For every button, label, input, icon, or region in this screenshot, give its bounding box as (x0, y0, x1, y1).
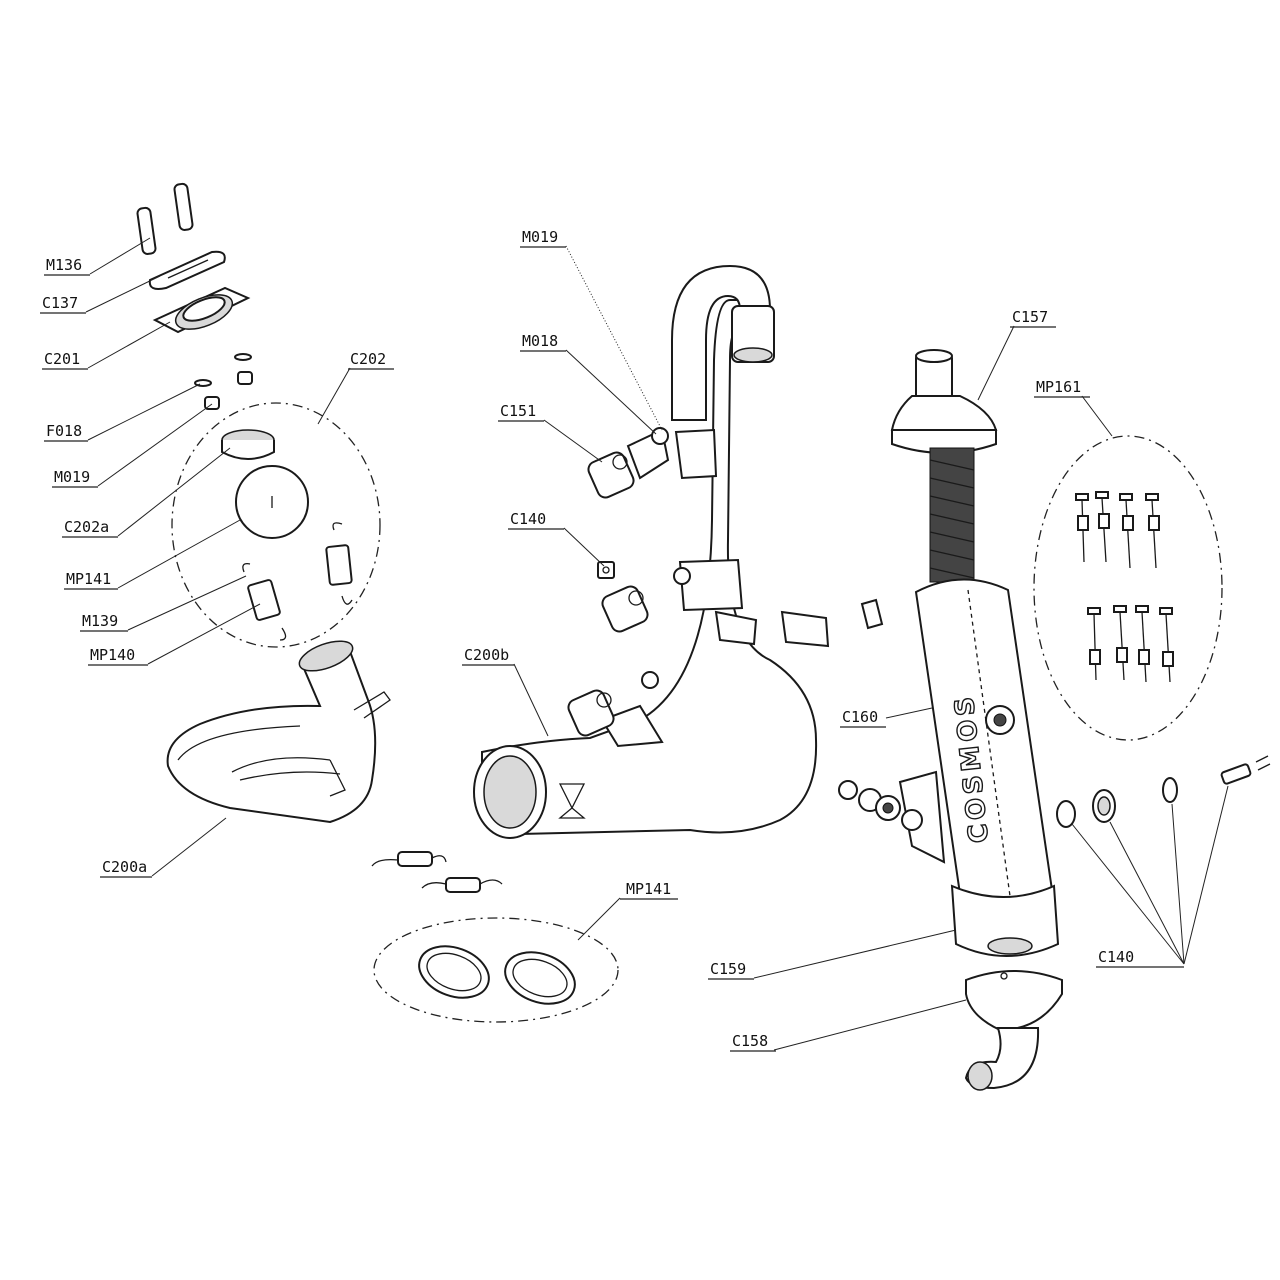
part-mount-bracket (838, 770, 946, 864)
part-f018-m019-fasteners (194, 353, 253, 410)
group-mp141-bottom-outline (373, 917, 619, 1023)
label-m019-left: M019 (54, 468, 90, 486)
part-c158-rear-cap (964, 970, 1063, 1091)
part-m139-springs (242, 522, 353, 641)
part-mp161-rivets (1075, 491, 1174, 683)
label-mp161: MP161 (1036, 378, 1081, 396)
label-m139: M139 (82, 612, 118, 630)
label-c159: C159 (710, 960, 746, 978)
part-mp141-ring (235, 465, 309, 539)
part-perforated-core (929, 447, 975, 583)
part-brackets (600, 428, 830, 748)
part-m136-pins (136, 182, 194, 255)
label-m136: M136 (46, 256, 82, 274)
label-m018: M018 (522, 332, 558, 350)
middle-assembly (371, 264, 884, 1023)
label-f018: F018 (46, 422, 82, 440)
part-c200b-header-pipe (473, 264, 818, 839)
part-mp141-clamps (418, 945, 576, 1005)
label-m019-mid: M019 (522, 228, 558, 246)
label-c157: C157 (1012, 308, 1048, 326)
part-mp141-springs-bottom (371, 851, 503, 893)
part-c202a-cap (221, 429, 275, 460)
callout-labels: M136 C137 C201 F018 M019 C202a MP141 M13… (40, 228, 1184, 1052)
label-mp141-left: MP141 (66, 570, 111, 588)
part-c151-rubber-mounts (567, 451, 649, 737)
part-c200a-pipe (166, 640, 391, 824)
label-c158: C158 (732, 1032, 768, 1050)
part-clip (860, 598, 884, 630)
group-mp161-outline (1033, 435, 1223, 741)
part-c157-end-cap (890, 349, 998, 454)
label-c137: C137 (42, 294, 78, 312)
label-c202: C202 (350, 350, 386, 368)
label-c160: C160 (842, 708, 878, 726)
part-m018-m019-nuts (626, 427, 691, 689)
part-c201-flange (152, 286, 251, 334)
part-c137-gasket (148, 250, 226, 290)
label-mp140: MP140 (90, 646, 135, 664)
leader-lines (85, 237, 1229, 1051)
label-c201: C201 (44, 350, 80, 368)
label-c151: C151 (500, 402, 536, 420)
right-assembly: COSMOS (838, 349, 1271, 1091)
part-c140-hardware-right (1056, 755, 1271, 828)
label-c140-mid: C140 (510, 510, 546, 528)
label-c200a: C200a (102, 858, 147, 876)
label-c202a: C202a (64, 518, 109, 536)
label-c200b: C200b (464, 646, 509, 664)
part-c140-washer-mid (597, 561, 615, 579)
label-mp141-bottom: MP141 (626, 880, 671, 898)
left-assembly (136, 182, 391, 824)
label-c140-right: C140 (1098, 948, 1134, 966)
group-c202-outline (171, 402, 381, 648)
part-c159-sleeve-end (950, 884, 1060, 957)
